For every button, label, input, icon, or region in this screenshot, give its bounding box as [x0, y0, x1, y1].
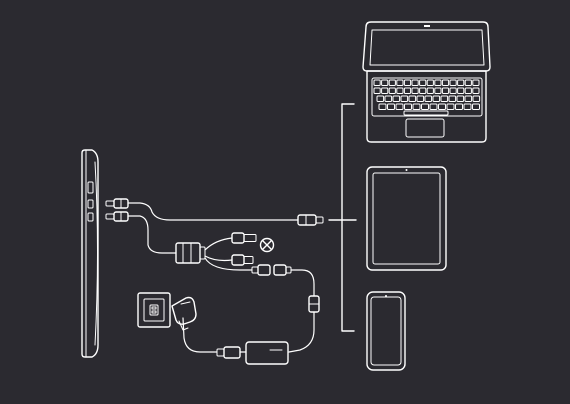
keyboard-key — [463, 103, 472, 110]
keyboard-key — [373, 79, 381, 86]
keyboard-key — [464, 87, 472, 94]
keyboard-key — [440, 95, 449, 102]
keyboard-key — [426, 87, 434, 94]
keyboard-key — [455, 103, 463, 110]
ac-connector — [216, 346, 241, 359]
keyboard-key — [381, 87, 389, 94]
keyboard-key — [449, 87, 457, 94]
keyboard-key — [448, 95, 457, 102]
keyboard-key — [429, 103, 438, 110]
keyboard-key — [457, 87, 465, 94]
keyboard-key — [464, 95, 473, 102]
keyboard-key — [384, 95, 393, 102]
usb-a-connector — [231, 232, 257, 244]
usb-c-power-connector — [231, 254, 254, 266]
splitter-hub — [175, 242, 206, 264]
keyboard-key — [396, 87, 404, 94]
keyboard-key — [378, 103, 387, 110]
keyboard-key — [421, 103, 429, 110]
keyboard-key — [464, 79, 472, 86]
device-bracket — [341, 103, 355, 332]
tablet-icon — [366, 166, 447, 271]
keyboard-key — [441, 79, 450, 86]
keyboard-key — [449, 79, 457, 86]
usb-c-connector-device-end — [297, 214, 324, 226]
power-plug-icon — [171, 296, 197, 331]
keyboard-key — [400, 95, 409, 102]
usb-c-connector-bottom — [105, 211, 129, 222]
keyboard-key — [446, 103, 455, 110]
phone-icon — [366, 291, 406, 371]
keyboard-spacebar — [403, 110, 449, 116]
keyboard-key — [373, 87, 381, 94]
keyboard-key — [404, 103, 412, 110]
keyboard-key — [472, 87, 480, 94]
keyboard-key — [416, 95, 425, 102]
keyboard-key — [395, 103, 404, 110]
keyboard-key — [472, 95, 481, 102]
keyboard-key — [396, 79, 404, 86]
keyboard-key — [441, 87, 450, 94]
usb-c-cable-to-device — [127, 202, 299, 221]
keyboard-key — [411, 87, 419, 94]
laptop-icon — [362, 21, 491, 143]
keyboard-key — [408, 95, 417, 102]
keyboard-key — [457, 79, 465, 86]
keyboard-key — [424, 95, 433, 102]
keyboard-key — [419, 79, 427, 86]
usb-c-connector-top — [105, 198, 129, 209]
keyboard-key — [387, 103, 395, 110]
keyboard-key — [381, 79, 389, 86]
keyboard-key — [388, 79, 396, 86]
ferrite-bead — [308, 295, 320, 313]
cross-circle-icon — [259, 237, 275, 253]
keyboard-key — [472, 79, 480, 86]
power-adapter-icon — [245, 341, 289, 365]
usb-c-cable-to-splitter — [127, 215, 177, 254]
keyboard-key — [376, 95, 385, 102]
dc-barrel-connector — [251, 264, 271, 276]
keyboard-key — [472, 103, 480, 110]
keyboard-key — [403, 79, 412, 86]
dc-barrel-connector-female — [273, 264, 292, 276]
keyboard-key — [456, 95, 465, 102]
keyboard-key — [412, 103, 421, 110]
wall-socket-icon — [137, 292, 171, 328]
keyboard-key — [438, 103, 446, 110]
keyboard-key — [419, 87, 427, 94]
keyboard-key — [411, 79, 419, 86]
keyboard-key — [392, 95, 401, 102]
keyboard-key — [434, 79, 442, 86]
keyboard-key — [432, 95, 441, 102]
keyboard-key — [426, 79, 434, 86]
keyboard-key — [388, 87, 396, 94]
pen-display-icon — [81, 149, 99, 358]
keyboard-key — [403, 87, 412, 94]
keyboard-key — [434, 87, 442, 94]
